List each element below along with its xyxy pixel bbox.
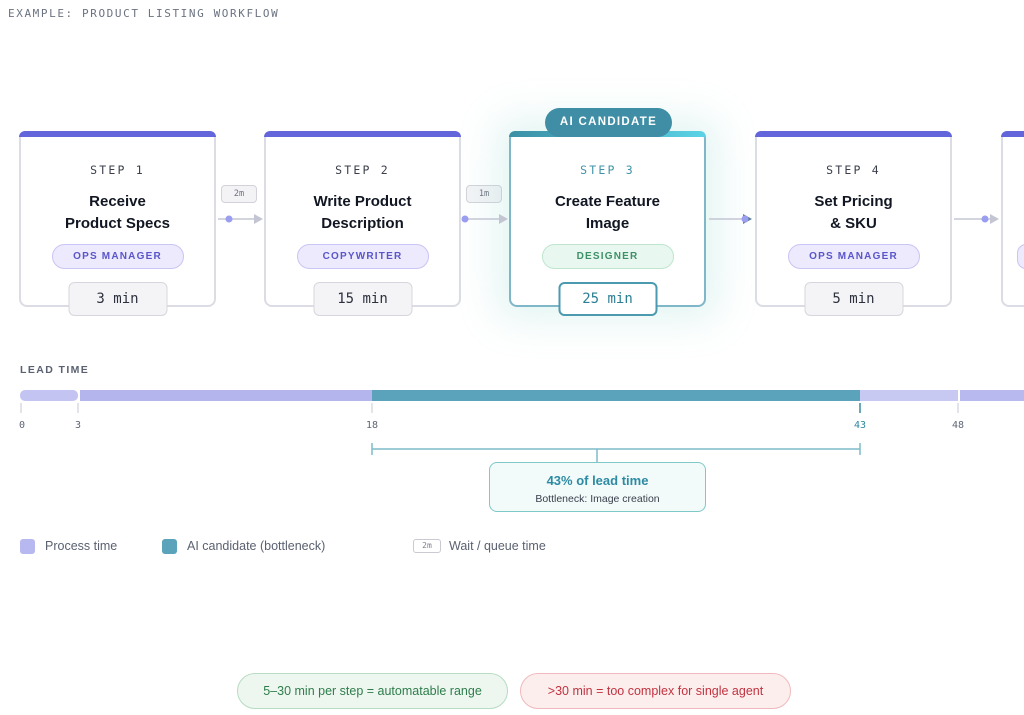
wait-dot-1	[225, 215, 233, 223]
bottleneck-percentage: 43% of lead time	[546, 473, 649, 488]
step-accent-bar	[1001, 131, 1024, 137]
wait-dot-3	[741, 215, 749, 223]
step-label: STEP 2	[335, 163, 390, 177]
duration-badge: 15 min	[313, 282, 412, 316]
ai-candidate-badge: AI CANDIDATE	[545, 108, 672, 137]
legend-swatch-ai	[162, 538, 177, 554]
tick-label-0: 0	[18, 420, 26, 431]
tick-label-3: 3	[74, 420, 82, 431]
duration-badge: 5 min	[804, 282, 903, 316]
legend-swatch-process	[20, 538, 35, 554]
step-card-2[interactable]: STEP 2 Write Product Description COPYWRI…	[264, 131, 461, 316]
lead-time-bar	[20, 390, 1024, 462]
role-badge: DESIGNER	[541, 244, 674, 269]
lead-segment-ai-step3	[372, 390, 860, 401]
page-eyebrow: EXAMPLE: PRODUCT LISTING WORKFLOW	[8, 7, 280, 20]
step-card-1[interactable]: STEP 1 Receive Product Specs OPS MANAGER…	[19, 131, 216, 316]
arrowhead-2	[499, 214, 508, 224]
role-badge: OPS MANAGER	[787, 244, 920, 269]
legend-wait: 2m Wait / queue time	[413, 537, 546, 555]
step-title: Receive Product Specs	[64, 193, 171, 232]
wait-tag-2: 1m	[466, 185, 502, 203]
automatable-range-pill: 5–30 min per step = automatable range	[237, 673, 508, 709]
step-label: STEP 1	[90, 163, 145, 177]
lead-segment-step5	[960, 390, 1024, 401]
role-badge: OPS MANAGER	[51, 244, 184, 269]
step-card-5-partial[interactable]	[1001, 131, 1024, 307]
step-accent-bar	[264, 131, 461, 137]
wait-dot-4	[981, 215, 989, 223]
duration-badge: 3 min	[68, 282, 167, 316]
lead-time-title: LEAD TIME	[20, 364, 90, 376]
step-label: STEP 4	[826, 163, 881, 177]
legend-label: Process time	[45, 539, 118, 553]
lead-segment-wait-1	[78, 390, 80, 401]
step-card-3[interactable]: STEP 3 Create Feature Image DESIGNER 25 …	[509, 131, 706, 316]
legend-ai: AI candidate (bottleneck)	[162, 537, 325, 555]
tick-label-18: 18	[365, 420, 379, 431]
step-title: Set Pricing & SKU	[814, 193, 893, 232]
bottleneck-callout: 43% of lead time Bottleneck: Image creat…	[489, 462, 706, 512]
legend-label: AI candidate (bottleneck)	[187, 539, 326, 553]
duration-badge: 25 min	[558, 282, 657, 316]
tick-label-43: 43	[853, 420, 867, 431]
arrowhead-4	[990, 214, 999, 224]
step-title: Create Feature Image	[554, 193, 661, 232]
role-badge: COPYWRITER	[296, 244, 429, 269]
arrowhead-1	[254, 214, 263, 224]
bottleneck-bracket	[371, 443, 861, 462]
step-accent-bar	[19, 131, 216, 137]
legend-wait-tag: 2m	[413, 539, 441, 553]
step-label: STEP 3	[580, 163, 635, 177]
wait-dot-2	[461, 215, 469, 223]
lead-segment-step1	[20, 390, 78, 401]
role-badge-partial	[1017, 244, 1024, 269]
step-accent-bar	[755, 131, 952, 137]
arrowhead-3	[743, 214, 752, 224]
step-card-4[interactable]: STEP 4 Set Pricing & SKU OPS MANAGER 5 m…	[755, 131, 952, 316]
wait-tag-1: 2m	[221, 185, 257, 203]
step-title: Write Product Description	[313, 193, 412, 232]
tick-label-48: 48	[951, 420, 965, 431]
lead-segment-step2	[80, 390, 372, 401]
lead-segment-step4	[860, 390, 958, 401]
too-complex-pill: >30 min = too complex for single agent	[520, 673, 791, 709]
bottleneck-description: Bottleneck: Image creation	[535, 493, 660, 505]
legend-label: Wait / queue time	[449, 539, 546, 553]
legend-process: Process time	[20, 537, 117, 555]
